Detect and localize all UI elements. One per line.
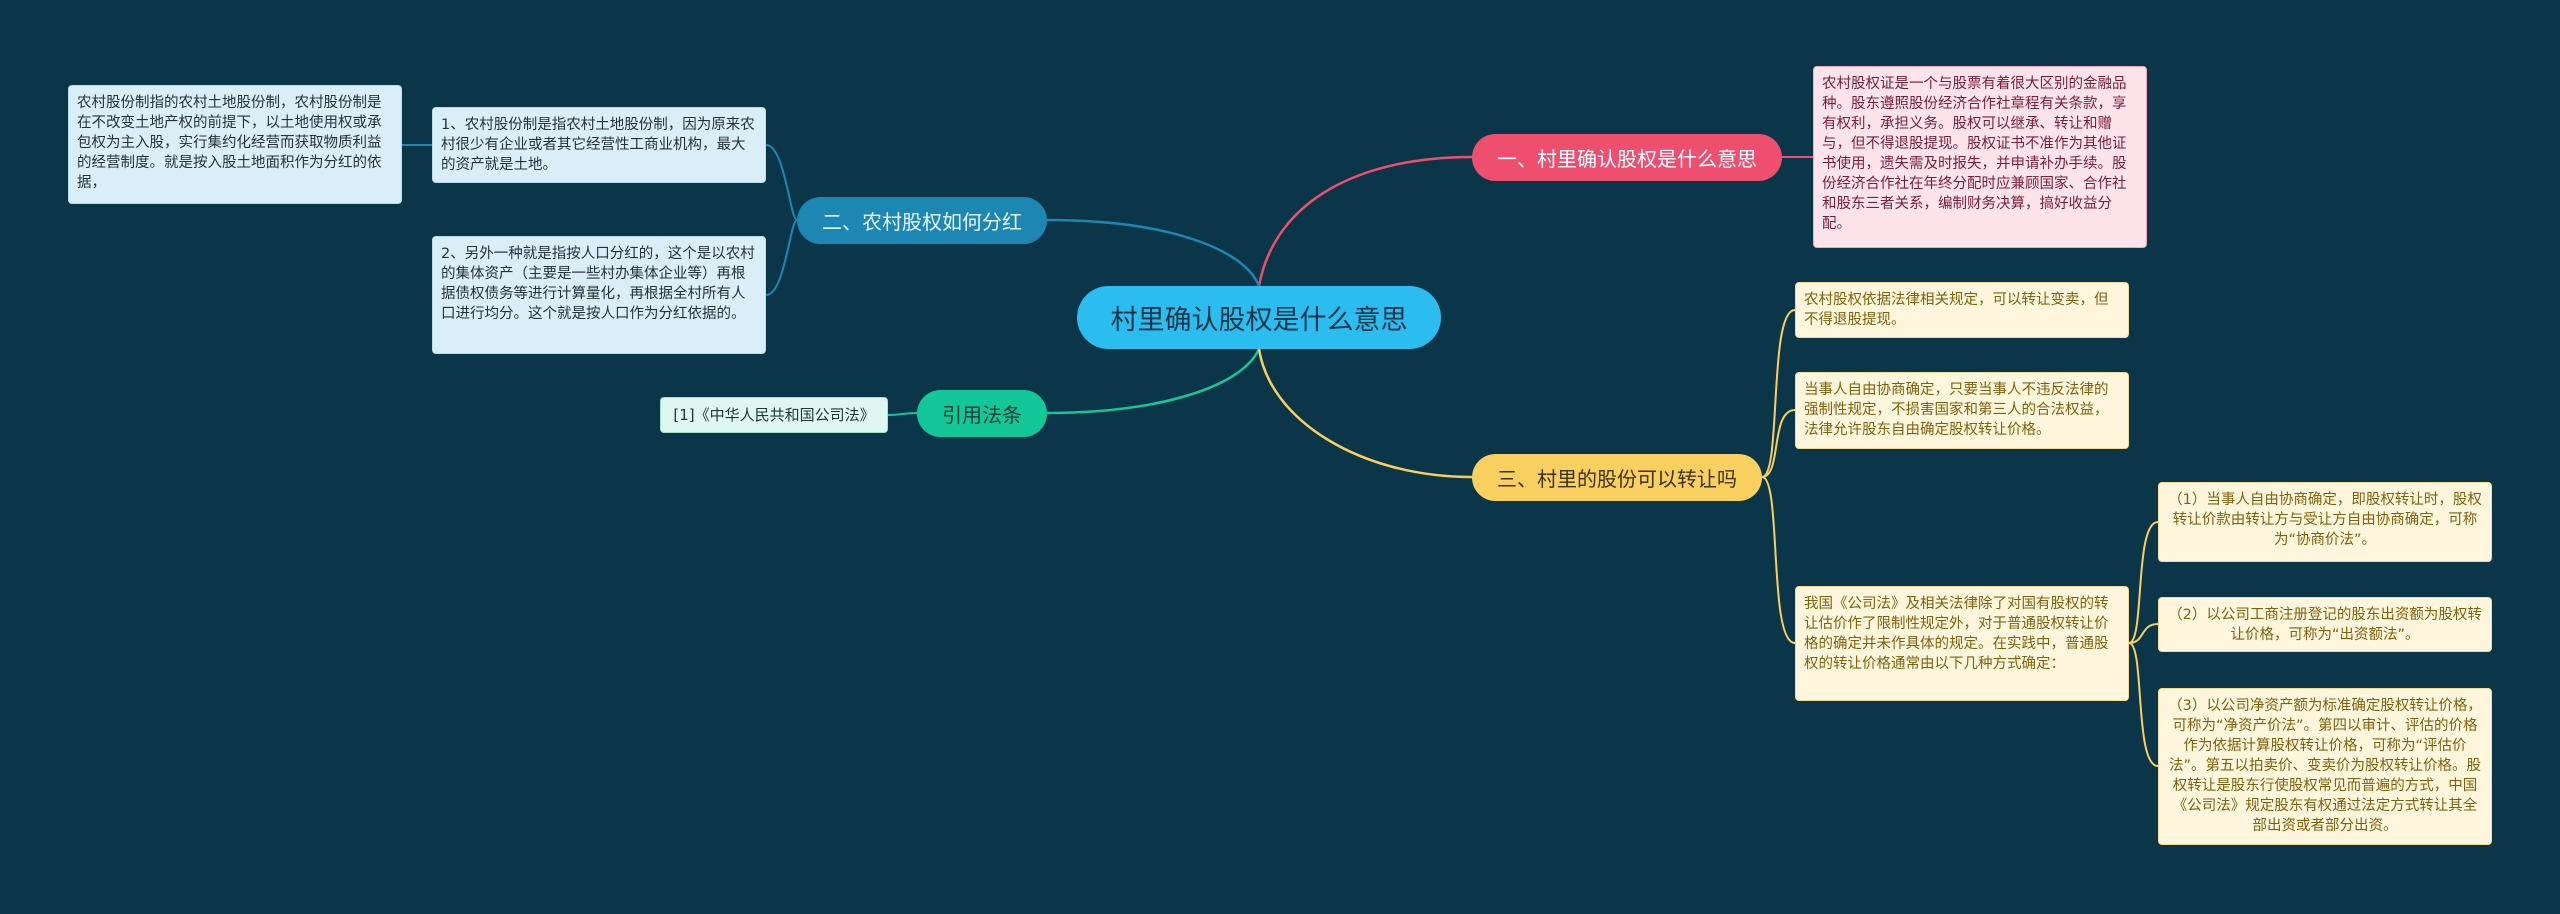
- leaf-method-negotiated-price[interactable]: （1）当事人自由协商确定，即股权转让时，股权转让价款由转让方与受让方自由协商确定…: [2158, 482, 2492, 562]
- link-l4c-l4d: [2128, 521, 2159, 644]
- link-central-b2: [1046, 218, 1261, 287]
- leaf-pricing-methods[interactable]: 我国《公司法》及相关法律除了对国有股权的转让估价作了限制性规定外，对于普通股权转…: [1795, 586, 2129, 701]
- link-l4c-l4e: [2128, 623, 2159, 644]
- link-l4c-l4f: [2128, 642, 2159, 767]
- leaf-method-capital-contribution[interactable]: （2）以公司工商注册登记的股东出资额为股权转让价格，可称为“出资额法”。: [2158, 597, 2492, 652]
- link-b3-l3: [887, 412, 918, 416]
- leaf-equity-certificate[interactable]: 农村股权证是一个与股票有着很大区别的金融品种。股东遵照股份经济合作社章程有关条款…: [1813, 66, 2147, 248]
- branch-topic-4[interactable]: 三、村里的股份可以转让吗: [1472, 454, 1762, 501]
- leaf-law-reference[interactable]: [1]《中华人民共和国公司法》: [660, 397, 888, 433]
- branch-topic-2[interactable]: 二、农村股权如何分红: [797, 197, 1047, 244]
- link-b4-l4a: [1761, 309, 1796, 478]
- link-b4-l4c: [1761, 476, 1796, 644]
- branch-topic-1[interactable]: 一、村里确认股权是什么意思: [1472, 134, 1782, 181]
- leaf-land-shareholding[interactable]: 1、农村股份制是指农村土地股份制，因为原来农村很少有企业或者其它经营性工商业机构…: [432, 107, 766, 183]
- link-b2-l2b: [765, 219, 798, 296]
- leaf-population-dividend[interactable]: 2、另外一种就是指按人口分红的，这个是以农村的集体资产（主要是一些村办集体企业等…: [432, 236, 766, 354]
- link-central-b3: [1046, 348, 1261, 415]
- leaf-land-shareholding-detail[interactable]: 农村股份制指的农村土地股份制，农村股份制是在不改变土地产权的前提下，以土地使用权…: [68, 85, 402, 204]
- link-central-b1: [1257, 155, 1473, 287]
- leaf-free-negotiation[interactable]: 当事人自由协商确定，只要当事人不违反法律的强制性规定，不损害国家和第三人的合法权…: [1795, 372, 2129, 449]
- link-b2-l2a: [765, 144, 798, 221]
- link-central-b4: [1257, 348, 1473, 479]
- central-topic[interactable]: 村里确认股权是什么意思: [1077, 286, 1441, 349]
- leaf-transfer-allowed[interactable]: 农村股权依据法律相关规定，可以转让变卖，但不得退股提现。: [1795, 282, 2129, 338]
- branch-topic-3[interactable]: 引用法条: [917, 390, 1047, 437]
- leaf-method-net-assets[interactable]: （3）以公司净资产额为标准确定股权转让价格，可称为“净资产价法”。第四以审计、评…: [2158, 688, 2492, 845]
- link-b4-l4b: [1761, 409, 1796, 478]
